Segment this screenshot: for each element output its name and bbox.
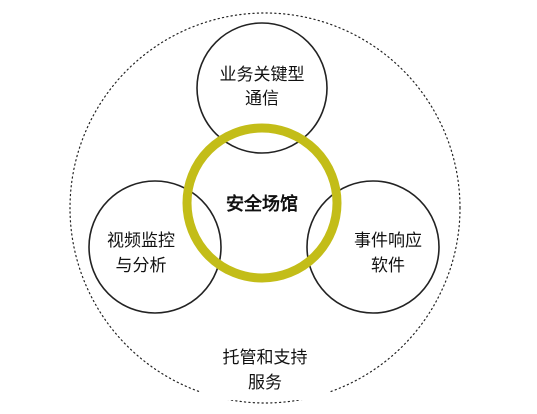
top-node-line2: 通信 <box>245 89 279 109</box>
outer-dotted-boundary <box>69 12 461 404</box>
left-node-line1: 视频监控 <box>107 231 175 251</box>
center-label: 安全场馆 <box>226 193 298 215</box>
top-node-line1: 业务关键型 <box>220 65 305 85</box>
outer-service-line2: 服务 <box>248 373 282 393</box>
right-node-line1: 事件响应 <box>354 231 422 251</box>
top-node-circle <box>196 22 328 154</box>
left-node-line2: 与分析 <box>116 256 167 276</box>
center-ring <box>182 123 342 283</box>
outer-label-knockout <box>200 340 330 400</box>
right-node-line2: 软件 <box>371 256 405 276</box>
outer-service-line1: 托管和支持 <box>223 348 308 368</box>
